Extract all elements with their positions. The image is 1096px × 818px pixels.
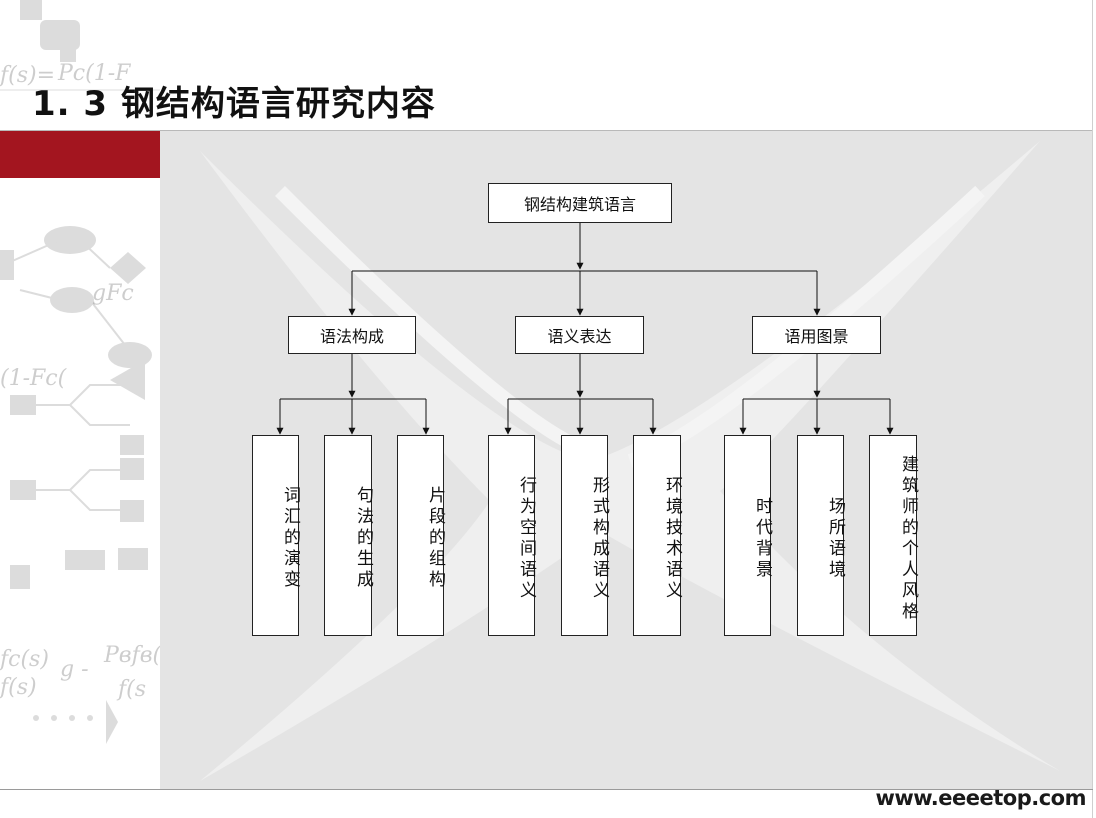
leaf-node: 建筑师的个人风格 <box>869 435 917 636</box>
branch-node-pragmatics: 语用图景 <box>752 316 881 354</box>
branch-node-syntax: 语法构成 <box>288 316 416 354</box>
leaf-node: 行为空间语义 <box>488 435 535 636</box>
watermark-text: www.eeeetop.com <box>875 786 1086 810</box>
leaf-node: 场所语境 <box>797 435 844 636</box>
leaf-node: 时代背景 <box>724 435 771 636</box>
root-node: 钢结构建筑语言 <box>488 183 672 223</box>
leaf-node: 句法的生成 <box>324 435 372 636</box>
leaf-node: 词汇的演变 <box>252 435 299 636</box>
leaf-node: 环境技术语义 <box>633 435 681 636</box>
leaf-node: 形式构成语义 <box>561 435 608 636</box>
leaf-node: 片段的组构 <box>397 435 444 636</box>
branch-node-semantics: 语义表达 <box>515 316 644 354</box>
slide-title: 1. 3 钢结构语言研究内容 <box>32 76 436 125</box>
right-border <box>1092 0 1093 818</box>
